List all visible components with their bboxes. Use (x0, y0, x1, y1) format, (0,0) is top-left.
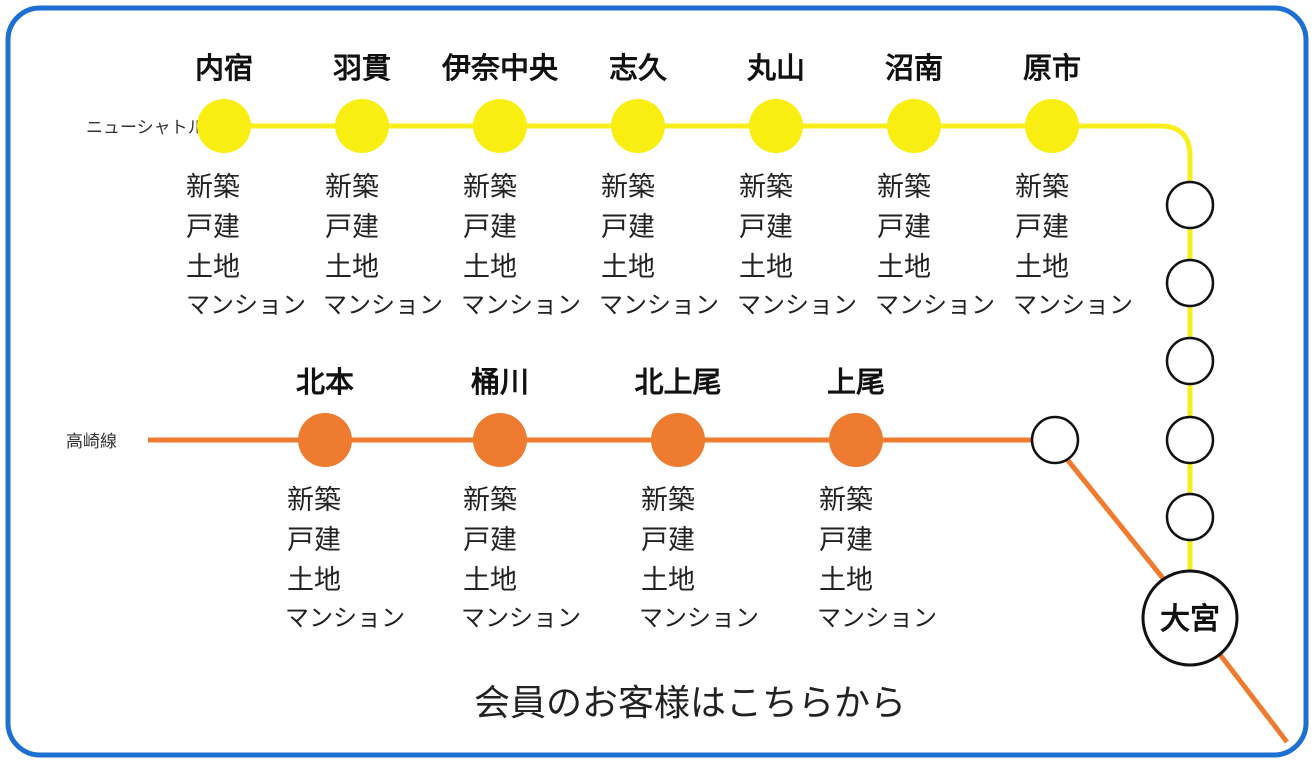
takasaki-line-to-hub (1064, 456, 1168, 584)
category-kodate-link[interactable]: 戸建 (287, 525, 341, 556)
station-name: 内宿 (195, 51, 253, 85)
category-tochi-link[interactable]: 土地 (877, 252, 931, 283)
category-shinchiku-link[interactable]: 新築 (287, 485, 341, 516)
category-kodate-link[interactable]: 戸建 (877, 212, 931, 243)
category-tochi-link[interactable]: 土地 (287, 565, 341, 596)
station-group-shiku: 志久 新築 戸建 土地 マンション (599, 51, 719, 319)
station-dot[interactable] (749, 99, 803, 153)
station-name: 伊奈中央 (441, 51, 559, 85)
station-group-kita-ageo: 北上尾 新築 戸建 土地 マンション (634, 365, 759, 632)
empty-station-dot (1165, 492, 1215, 542)
category-tochi-link[interactable]: 土地 (1015, 252, 1069, 283)
category-kodate-link[interactable]: 戸建 (601, 212, 655, 243)
category-mansion-link[interactable]: マンション (186, 291, 306, 319)
map-frame (5, 5, 1309, 758)
category-kodate-link[interactable]: 戸建 (641, 525, 695, 556)
category-kodate-link[interactable]: 戸建 (463, 212, 517, 243)
station-group-maruyama: 丸山 新築 戸建 土地 マンション (737, 51, 857, 319)
station-group-okegawa: 桶川 新築 戸建 土地 マンション (461, 365, 581, 632)
category-shinchiku-link[interactable]: 新築 (877, 172, 931, 203)
category-tochi-link[interactable]: 土地 (325, 252, 379, 283)
station-name: 丸山 (746, 51, 805, 85)
category-tochi-link[interactable]: 土地 (641, 565, 695, 596)
category-tochi-link[interactable]: 土地 (819, 565, 873, 596)
category-tochi-link[interactable]: 土地 (186, 252, 240, 283)
station-dot[interactable] (829, 413, 883, 467)
category-shinchiku-link[interactable]: 新築 (325, 172, 379, 203)
empty-station-dot (1165, 180, 1215, 230)
category-mansion-link[interactable]: マンション (461, 604, 581, 632)
station-name: 北本 (296, 365, 354, 399)
category-shinchiku-link[interactable]: 新築 (1015, 172, 1069, 203)
category-mansion-link[interactable]: マンション (639, 604, 759, 632)
category-shinchiku-link[interactable]: 新築 (463, 485, 517, 516)
category-tochi-link[interactable]: 土地 (739, 252, 793, 283)
station-dot[interactable] (473, 413, 527, 467)
station-name: 沼南 (885, 51, 943, 85)
hub-station-circle[interactable] (1141, 569, 1239, 667)
hub-station-name: 大宮 (1160, 602, 1220, 637)
station-name: 志久 (609, 51, 667, 85)
station-dot[interactable] (473, 99, 527, 153)
category-shinchiku-link[interactable]: 新築 (739, 172, 793, 203)
station-group-ageo: 上尾 新築 戸建 土地 マンション (817, 365, 937, 632)
takasaki-line-label: 高崎線 (66, 432, 117, 452)
category-shinchiku-link[interactable]: 新築 (186, 172, 240, 203)
station-dot[interactable] (335, 99, 389, 153)
station-group-ina-chuo: 伊奈中央 新築 戸建 土地 マンション (441, 51, 581, 319)
station-dot[interactable] (197, 99, 251, 153)
category-mansion-link[interactable]: マンション (737, 291, 857, 319)
empty-station-dot (1165, 258, 1215, 308)
category-mansion-link[interactable]: マンション (285, 604, 405, 632)
category-tochi-link[interactable]: 土地 (463, 252, 517, 283)
station-group-shonan: 沼南 新築 戸建 土地 マンション (875, 51, 995, 319)
member-login-link[interactable]: 会員のお客様はこちらから (474, 683, 906, 724)
category-shinchiku-link[interactable]: 新築 (819, 485, 873, 516)
category-tochi-link[interactable]: 土地 (601, 252, 655, 283)
station-dot[interactable] (1025, 99, 1079, 153)
station-dot[interactable] (887, 99, 941, 153)
category-mansion-link[interactable]: マンション (1013, 291, 1133, 319)
category-shinchiku-link[interactable]: 新築 (601, 172, 655, 203)
station-dot[interactable] (651, 413, 705, 467)
takasaki-line-south (1216, 650, 1289, 744)
station-group-haraichi: 原市 新築 戸建 土地 マンション (1013, 51, 1133, 319)
station-group-uchijuku: 内宿 新築 戸建 土地 マンション (186, 51, 306, 319)
hub-station-omiya[interactable]: 大宮 (1141, 569, 1239, 667)
station-name: 原市 (1023, 51, 1081, 85)
category-kodate-link[interactable]: 戸建 (463, 525, 517, 556)
station-name: 羽貫 (333, 51, 391, 85)
empty-station-dot (1030, 415, 1080, 465)
station-group-kitamoto: 北本 新築 戸建 土地 マンション (285, 365, 405, 632)
category-tochi-link[interactable]: 土地 (463, 565, 517, 596)
new-shuttle-line-label: ニューシャトル (86, 118, 205, 138)
category-shinchiku-link[interactable]: 新築 (463, 172, 517, 203)
category-mansion-link[interactable]: マンション (875, 291, 995, 319)
new-shuttle-line (224, 123, 1193, 605)
station-name: 桶川 (471, 365, 529, 399)
category-kodate-link[interactable]: 戸建 (739, 212, 793, 243)
station-name: 北上尾 (634, 365, 721, 399)
empty-station-dot (1165, 336, 1215, 386)
station-dot[interactable] (298, 413, 352, 467)
empty-station-dot (1165, 415, 1215, 465)
category-mansion-link[interactable]: マンション (599, 291, 719, 319)
category-kodate-link[interactable]: 戸建 (186, 212, 240, 243)
station-name: 上尾 (827, 365, 885, 399)
station-group-hanuki: 羽貫 新築 戸建 土地 マンション (323, 51, 443, 319)
category-kodate-link[interactable]: 戸建 (1015, 212, 1069, 243)
station-dot[interactable] (611, 99, 665, 153)
category-kodate-link[interactable]: 戸建 (819, 525, 873, 556)
category-mansion-link[interactable]: マンション (461, 291, 581, 319)
category-mansion-link[interactable]: マンション (323, 291, 443, 319)
category-mansion-link[interactable]: マンション (817, 604, 937, 632)
category-kodate-link[interactable]: 戸建 (325, 212, 379, 243)
category-shinchiku-link[interactable]: 新築 (641, 485, 695, 516)
